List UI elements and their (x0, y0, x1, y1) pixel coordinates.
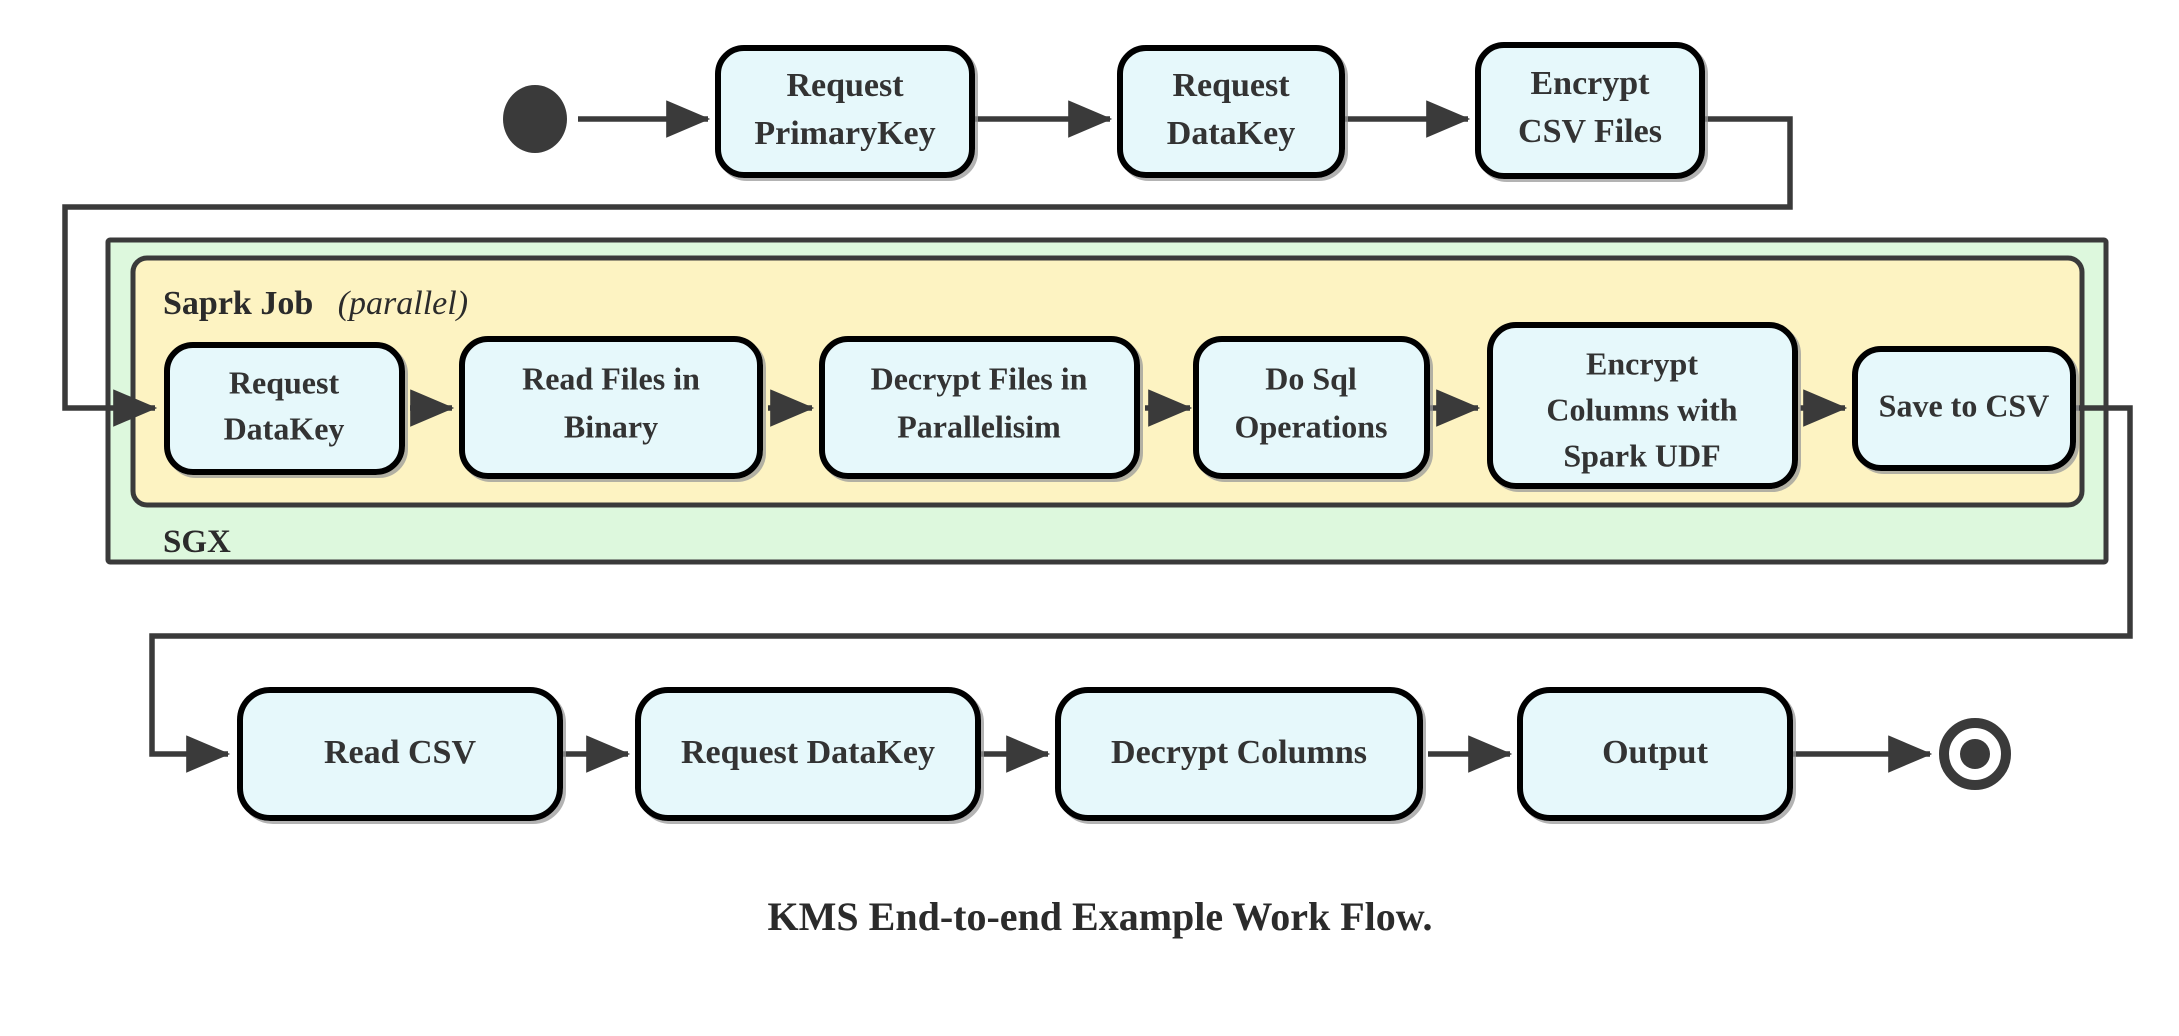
node-encrypt-columns-line1: Encrypt (1586, 345, 1698, 381)
edge-encrypt-csv-files-to-request-datakey-spark (62, 116, 1793, 427)
node-decrypt-files-in-parallelisim[interactable]: Decrypt Files in Parallelisim (819, 336, 1140, 479)
node-decrypt-files-line1: Decrypt Files in (871, 360, 1088, 396)
node-do-sql-operations-rect[interactable] (1193, 336, 1430, 479)
edge-save-to-csv-to-read-csv (149, 405, 2133, 773)
node-encrypt-csv-files[interactable]: Encrypt CSV Files (1475, 42, 1705, 179)
node-request-primarykey-line2: PrimaryKey (754, 115, 935, 152)
node-save-to-csv[interactable]: Save to CSV (1852, 346, 2076, 471)
node-output[interactable]: Output (1517, 687, 1793, 821)
node-encrypt-csv-files-rect[interactable] (1475, 42, 1705, 179)
node-encrypt-columns-rect[interactable] (1487, 322, 1798, 489)
node-decrypt-files-in-parallelisim-rect[interactable] (819, 336, 1140, 479)
sgx-container-label: SGX (163, 524, 231, 560)
node-request-datakey-top-line2: DataKey (1167, 115, 1295, 152)
spark-job-title: Saprk Job (163, 285, 313, 322)
node-read-csv-rect[interactable] (237, 687, 563, 821)
spark-job-qualifier: (parallel) (338, 285, 468, 322)
node-request-datakey-top[interactable]: Request DataKey (1117, 45, 1345, 178)
end-node (1939, 718, 2011, 790)
node-output-rect[interactable] (1517, 687, 1793, 821)
node-request-datakey-top-rect[interactable] (1117, 45, 1345, 178)
node-read-files-in-binary-line1: Read Files in (522, 360, 700, 396)
node-read-files-in-binary-line2: Binary (564, 408, 658, 444)
node-decrypt-columns-label: Decrypt Columns (1111, 734, 1367, 771)
node-save-to-csv-rect[interactable] (1852, 346, 2076, 471)
node-request-datakey-bottom[interactable]: Request DataKey (635, 687, 981, 821)
node-read-csv-label: Read CSV (324, 734, 477, 771)
node-request-datakey-spark-rect[interactable] (164, 342, 405, 475)
edges-group (62, 100, 2133, 773)
node-encrypt-csv-files-line1: Encrypt (1531, 65, 1651, 102)
node-request-datakey-bottom-rect[interactable] (635, 687, 981, 821)
start-node-circle (503, 85, 567, 153)
node-read-files-in-binary-rect[interactable] (459, 336, 763, 479)
node-decrypt-columns-rect[interactable] (1055, 687, 1423, 821)
node-do-sql-operations-line1: Do Sql (1265, 360, 1357, 396)
node-request-primarykey-rect[interactable] (715, 45, 975, 178)
node-save-to-csv-label: Save to CSV (1879, 387, 2050, 423)
node-request-datakey-spark[interactable]: Request DataKey (164, 342, 405, 475)
node-do-sql-operations[interactable]: Do Sql Operations (1193, 336, 1430, 479)
node-request-datakey-top-line1: Request (1172, 67, 1290, 104)
node-request-datakey-spark-line1: Request (229, 364, 340, 400)
diagram-caption: KMS End-to-end Example Work Flow. (768, 894, 1433, 939)
node-encrypt-csv-files-line2: CSV Files (1518, 113, 1662, 150)
end-node-core (1960, 739, 1990, 769)
node-do-sql-operations-line2: Operations (1235, 408, 1388, 444)
node-output-label: Output (1602, 734, 1708, 771)
start-node (503, 85, 567, 153)
node-request-datakey-bottom-label: Request DataKey (681, 734, 935, 771)
node-decrypt-columns[interactable]: Decrypt Columns (1055, 687, 1423, 821)
node-request-datakey-spark-line2: DataKey (224, 410, 345, 446)
node-encrypt-columns-line3: Spark UDF (1563, 437, 1720, 473)
node-read-csv[interactable]: Read CSV (237, 687, 563, 821)
spark-job-container-label: Saprk Job (parallel) (163, 285, 468, 322)
node-encrypt-columns-with-spark-udf[interactable]: Encrypt Columns with Spark UDF (1487, 322, 1798, 489)
node-decrypt-files-line2: Parallelisim (897, 408, 1061, 444)
node-request-primarykey-line1: Request (786, 67, 904, 104)
node-read-files-in-binary[interactable]: Read Files in Binary (459, 336, 763, 479)
node-encrypt-columns-line2: Columns with (1546, 391, 1737, 427)
node-request-primarykey[interactable]: Request PrimaryKey (715, 45, 975, 178)
